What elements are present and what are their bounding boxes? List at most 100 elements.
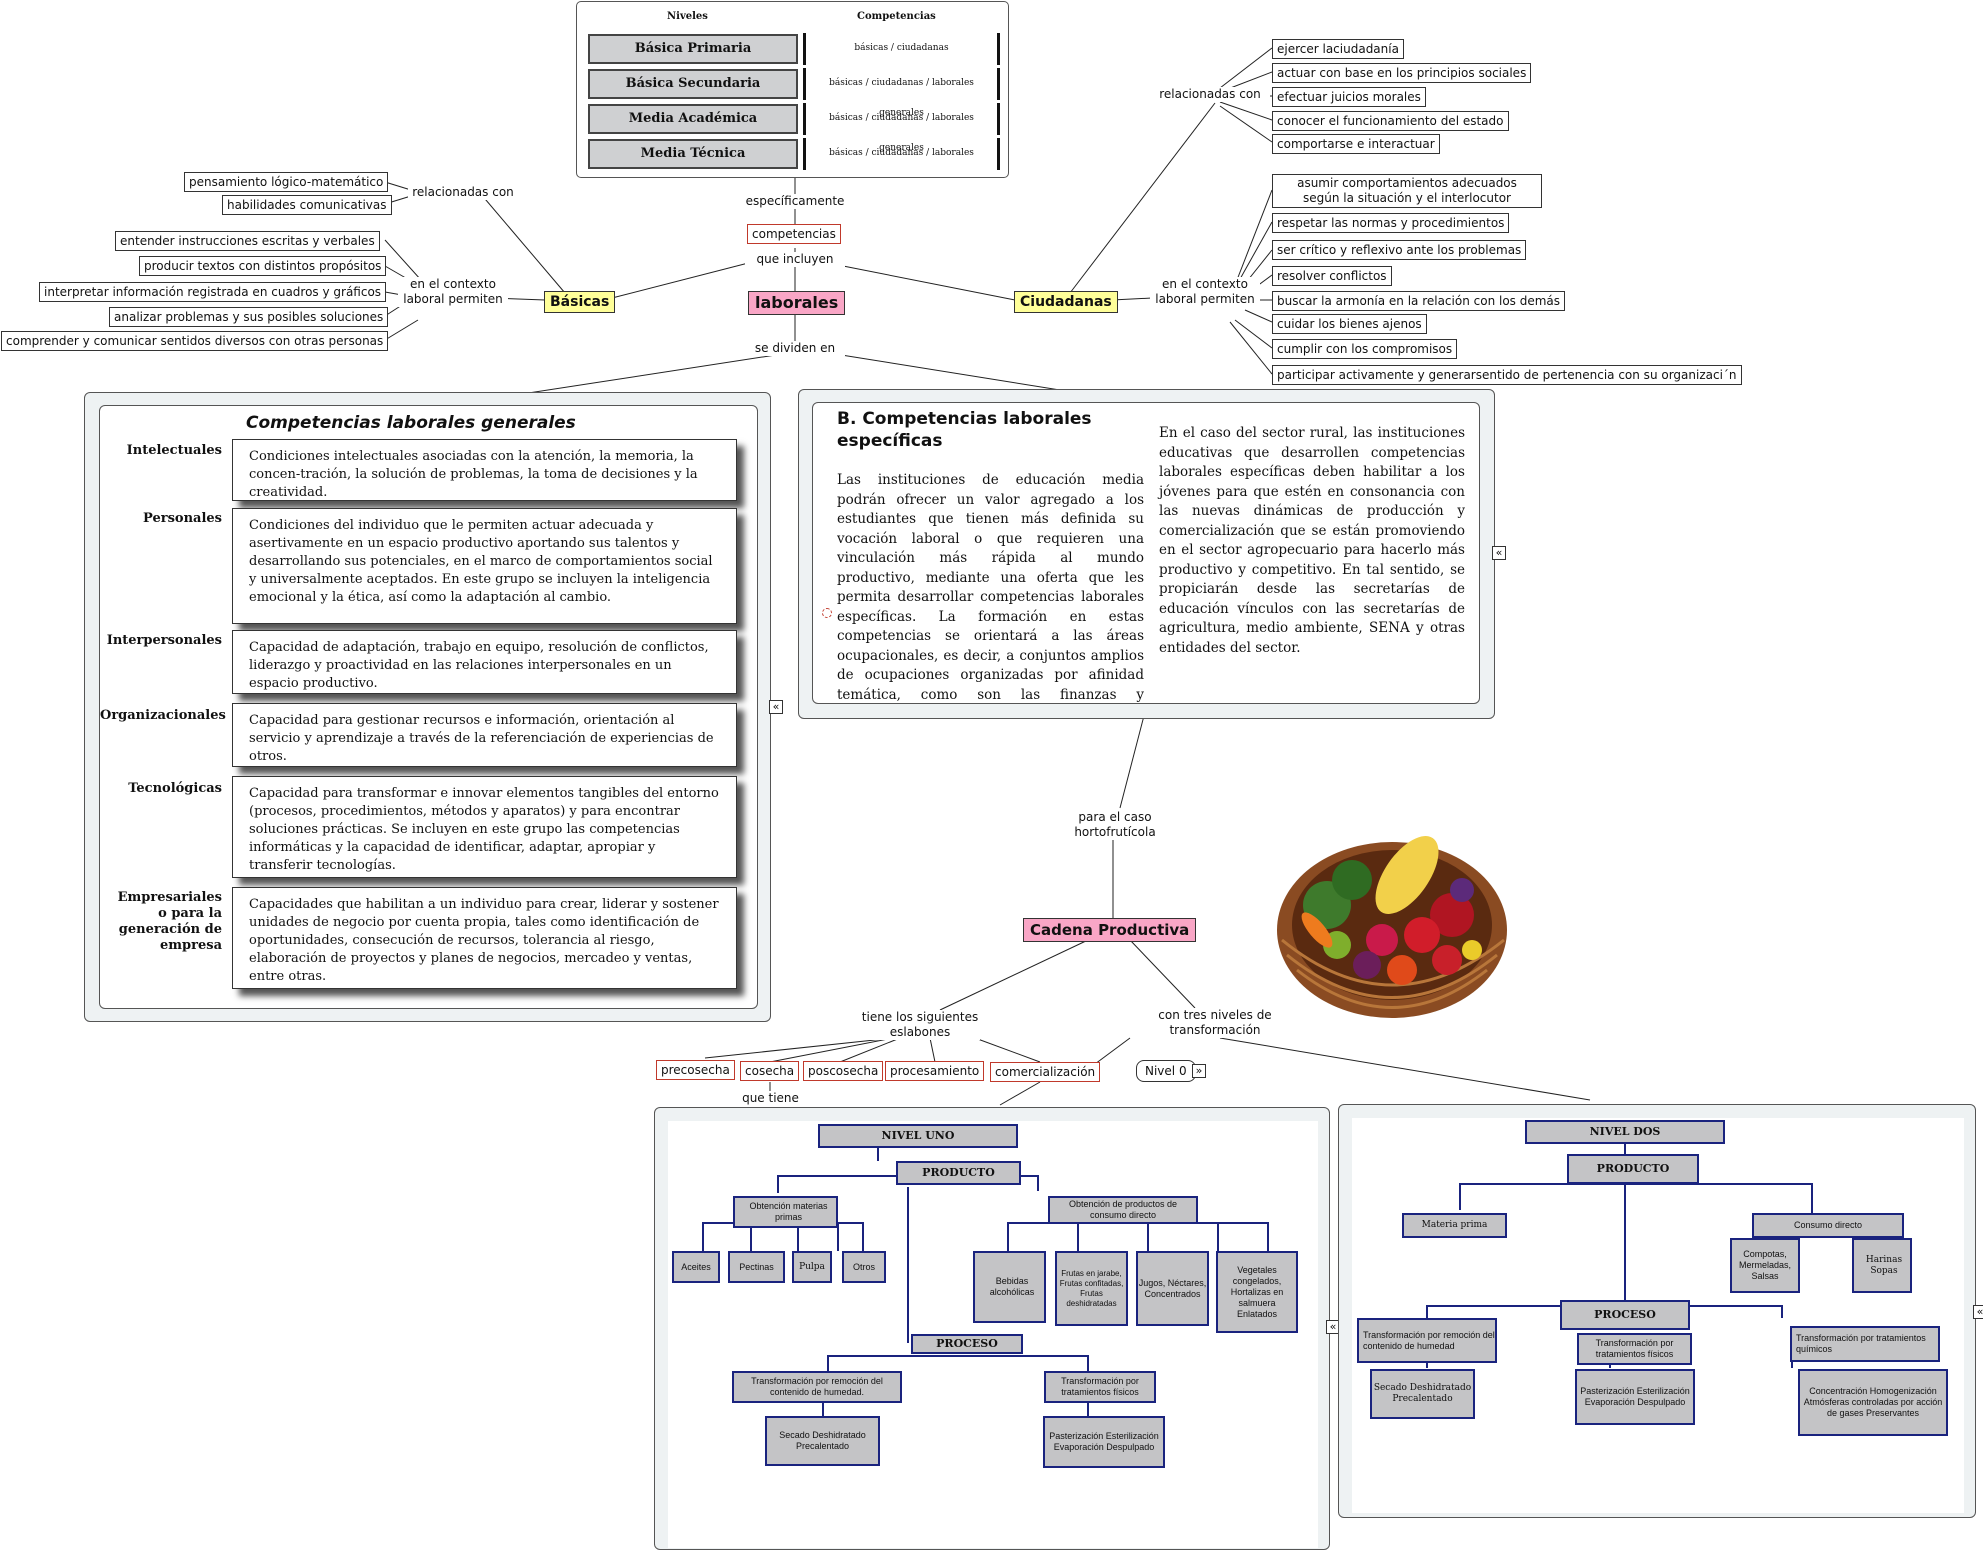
competencias-header: Competencias [857,11,936,22]
nivel-uno-canvas: NIVEL UNO PRODUCTO Obtención materias pr… [668,1121,1318,1548]
nivel-uno-t2: Transformación por tratamientos físicos [1044,1371,1156,1403]
nivel-uno-r1: Secado Deshidratado Precalentado [765,1416,880,1466]
basicas-permite-item[interactable]: entender instrucciones escritas y verbal… [115,231,380,251]
generales-panel: Competencias laborales generales Intelec… [84,392,783,1022]
nivel-uno-mp-item: Pulpa [792,1251,832,1283]
collapse-icon[interactable]: » [1192,1064,1206,1078]
nivel-basica-primaria[interactable]: Básica Primaria [588,34,798,64]
ciudadanas-contexto-label: en el contexto laboral permiten [1150,277,1260,307]
basicas-permite-item[interactable]: interpretar información registrada en cu… [39,282,387,302]
cadena-productiva-node[interactable]: Cadena Productiva [1023,918,1197,942]
niveles-header: Niveles [667,11,708,22]
especificamente-label: específicamente [740,194,850,209]
ciudadanas-rel-item[interactable]: conocer el funcionamiento del estado [1272,111,1509,131]
competencias-basica-secundaria: básicas / ciudadanas / laborales general… [803,68,1000,118]
basicas-permite-item[interactable]: comprender y comunicar sentidos diversos… [1,331,389,351]
nivel-uno-cd-item: Frutas en jarabe, Frutas confitadas, Fru… [1055,1251,1128,1326]
desc-organizacionales: Capacidad para gestionar recursos e info… [232,703,737,767]
generales-inner: Competencias laborales generales Intelec… [99,405,758,1009]
nivel-dos-panel: NIVEL DOS PRODUCTO Materia prima Consumo… [1338,1104,1983,1518]
desc-personales: Condiciones del individuo que le permite… [232,508,737,624]
ciudadanas-permite-item[interactable]: respetar las normas y procedimientos [1272,213,1510,233]
ciudadanas-permite-item[interactable]: cumplir con los compromisos [1272,339,1458,359]
tiene-eslabones-label: tiene los siguientes eslabones [860,1010,980,1040]
ciudadanas-rel-item[interactable]: actuar con base en los principios social… [1272,63,1532,83]
nivel-uno-proceso: PROCESO [911,1334,1023,1354]
desc-interpersonales: Capacidad de adaptación, trabajo en equi… [232,630,737,694]
nivel-uno-cd-item: Jugos, Néctares, Concentrados [1136,1251,1209,1326]
collapse-icon[interactable]: « [1973,1305,1983,1319]
eslabon-comercializacion[interactable]: comercialización [990,1062,1101,1082]
nivel-dos-title: NIVEL DOS [1525,1120,1725,1144]
nivel-uno-obtencion-mp: Obtención materias primas [733,1196,838,1228]
collapse-icon[interactable]: « [1492,546,1506,560]
eslabon-cosecha[interactable]: cosecha [740,1061,800,1081]
ciudadanas-rel-item[interactable]: ejercer laciudadanía [1272,39,1404,59]
cat-personales: Personales [143,511,222,526]
eslabon-precosecha[interactable]: precosecha [656,1060,735,1080]
nivel-media-tecnica[interactable]: Media Técnica [588,139,798,169]
desc-intelectuales: Condiciones intelectuales asociadas con … [232,439,737,501]
cat-organizacionales: Organizacionales [100,708,226,723]
eslabon-procesamiento[interactable]: procesamiento [885,1061,985,1081]
nivel-uno-mp-item: Otros [842,1251,886,1283]
basicas-relacionadas-label: relacionadas con [408,185,518,200]
basicas-contexto-label: en el contexto laboral permiten [398,277,508,307]
nivel-dos-r3: Concentración Homogenización Atmósferas … [1798,1369,1948,1436]
collapse-icon[interactable]: « [769,700,783,714]
especificas-paragraph-right: En el caso del sector rural, las institu… [1159,425,1465,656]
generales-title: Competencias laborales generales [246,413,576,433]
para-el-caso-label: para el caso hortofrutícola [1060,810,1170,840]
nivel-uno-panel: NIVEL UNO PRODUCTO Obtención materias pr… [654,1107,1340,1550]
ciudadanas-permite-item[interactable]: ser crítico y reflexivo ante los problem… [1272,240,1527,260]
nivel-dos-proceso: PROCESO [1560,1300,1690,1330]
nivel-dos-canvas: NIVEL DOS PRODUCTO Materia prima Consumo… [1352,1118,1964,1513]
desc-tecnologicas: Capacidad para transformar e innovar ele… [232,776,737,878]
ciudadanas-permite-item[interactable]: resolver conflictos [1272,266,1392,286]
ciudadanas-node[interactable]: Ciudadanas [1014,291,1118,313]
laborales-node[interactable]: laborales [748,291,846,315]
especificas-paragraph-left: Las instituciones de educación media pod… [837,472,1144,703]
basicas-permite-item[interactable]: analizar problemas y sus posibles soluci… [109,307,389,327]
nivel-basica-secundaria[interactable]: Básica Secundaria [588,69,798,99]
nivel-dos-producto: PRODUCTO [1567,1154,1699,1184]
nivel-media-academica[interactable]: Media Académica [588,104,798,134]
cat-empresariales: Empresariales o para la generación de em… [117,890,222,953]
que-tiene-label: que tiene [733,1091,808,1106]
note-marker-icon[interactable] [822,608,832,618]
con-tres-niveles-label: con tres niveles de transformación [1150,1008,1280,1038]
nivel-dos-cd-item: Harinas Sopas [1852,1238,1912,1293]
ciudadanas-rel-item[interactable]: efectuar juicios morales [1272,87,1426,107]
basicas-rel-item[interactable]: habilidades comunicativas [222,195,392,215]
ciudadanas-permite-item[interactable]: cuidar los bienes ajenos [1272,314,1427,334]
nivel0-node[interactable]: Nivel 0 [1136,1060,1196,1082]
nivel-dos-t3: Transformación por tratamientos químicos [1790,1326,1940,1362]
basicas-permite-item[interactable]: producir textos con distintos propósitos [139,256,387,276]
nivel-dos-t2: Transformación por tratamientos físicos [1577,1333,1692,1365]
fruit-basket-image [1277,836,1507,1018]
cat-intelectuales: Intelectuales [126,443,222,458]
nivel-dos-t1: Transformación por remoción del contenid… [1357,1318,1497,1363]
que-incluyen-label: que incluyen [745,252,845,267]
nivel-uno-producto: PRODUCTO [896,1161,1021,1185]
eslabon-poscosecha[interactable]: poscosecha [803,1061,884,1081]
competencias-basica-primaria: básicas / ciudadanas [803,33,1000,65]
nivel-dos-consumo-directo: Consumo directo [1752,1213,1904,1238]
ciudadanas-permite-item[interactable]: asumir comportamientos adecuados según l… [1272,174,1542,208]
nivel-uno-r2: Pasterización Esterilización Evaporación… [1043,1416,1165,1468]
nivel-uno-mp-item: Pectinas [728,1251,785,1283]
nivel-dos-cd-item: Compotas, Mermeladas, Salsas [1730,1238,1800,1293]
ciudadanas-permite-item[interactable]: participar activamente y generarsentido … [1272,365,1742,385]
basicas-node[interactable]: Básicas [544,291,616,313]
nivel-uno-t1: Transformación por remoción del contenid… [732,1371,902,1403]
nivel-uno-title: NIVEL UNO [818,1124,1018,1148]
ciudadanas-rel-item[interactable]: comportarse e interactuar [1272,134,1440,154]
basicas-rel-item[interactable]: pensamiento lógico-matemático [184,172,389,192]
nivel-uno-cd-item: Bebidas alcohólicas [973,1251,1046,1323]
competencias-node[interactable]: competencias [747,224,841,244]
niveles-table: Niveles Competencias Básica Primaria bás… [576,1,1009,178]
nivel-uno-mp-item: Aceites [672,1251,720,1283]
nivel-dos-materia-prima: Materia prima [1402,1213,1507,1238]
ciudadanas-permite-item[interactable]: buscar la armonía en la relación con los… [1272,291,1566,311]
